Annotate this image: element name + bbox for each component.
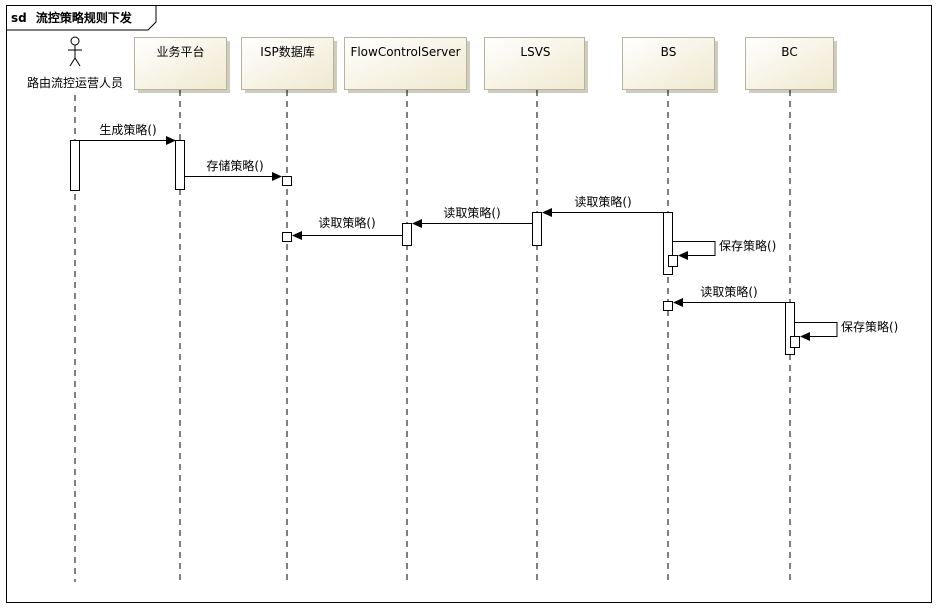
lifeline-box-bc	[745, 37, 834, 90]
message-read-policy-bc-bs: 读取策略()	[673, 284, 785, 307]
arrowhead-icon	[412, 219, 422, 228]
arrowhead-icon	[272, 172, 282, 181]
lifeline-bc: BC	[745, 37, 837, 582]
activation-bs-read	[663, 301, 673, 311]
message-generate-policy: 生成策略()	[80, 122, 176, 145]
message-read-policy-lsvs-fcs: 读取策略()	[412, 205, 532, 228]
activation-bs	[663, 212, 673, 275]
actor-activation	[70, 140, 80, 191]
lifeline-lsvs: LSVS	[484, 37, 588, 582]
actor: 路由流控运营人员	[27, 36, 123, 582]
message-label: 读取策略()	[574, 194, 631, 209]
arrowhead-icon	[678, 251, 688, 260]
arrowhead-icon	[673, 298, 683, 307]
frame-title: sd 流控策略规则下发	[11, 10, 133, 25]
lifeline-label-lsvs: LSVS	[520, 45, 550, 59]
lifeline-biz: 业务平台	[134, 37, 230, 582]
message-label: 保存策略()	[719, 238, 776, 253]
lifeline-label-fcs: FlowControlServer	[350, 45, 460, 59]
activation-biz	[175, 140, 185, 190]
frame-name: 流控策略规则下发	[36, 10, 133, 25]
message-read-policy-fcs-isp: 读取策略()	[292, 215, 402, 240]
activation-bs-nested	[668, 255, 678, 267]
message-read-policy-bs-lsvs: 读取策略()	[542, 194, 663, 217]
lifeline-box-biz	[134, 37, 227, 90]
frame-tab	[6, 5, 157, 31]
message-label: 生成策略()	[99, 122, 156, 137]
actor-stick-figure-icon	[68, 36, 82, 67]
message-label: 存储策略()	[206, 158, 263, 173]
arrowhead-icon	[166, 136, 176, 145]
lifeline-label-bs: BS	[661, 45, 677, 59]
activation-fcs	[402, 223, 412, 246]
lifeline-label-bc: BC	[781, 45, 797, 59]
lifeline-isp: ISP数据库	[241, 37, 337, 582]
message-save-policy-bs: 保存策略()	[673, 238, 776, 260]
arrowhead-icon	[292, 231, 302, 240]
arrowhead-icon	[800, 332, 810, 341]
activation-lsvs	[532, 212, 542, 246]
diagram-frame	[6, 5, 932, 603]
lifeline-box-bs	[622, 37, 715, 90]
frame-keyword: sd	[11, 11, 27, 25]
lifeline-bs: BS	[622, 37, 718, 582]
lifeline-fcs: FlowControlServer	[344, 37, 470, 582]
message-label: 读取策略()	[443, 205, 500, 220]
message-store-policy: 存储策略()	[185, 158, 282, 181]
lifeline-box-lsvs	[484, 37, 585, 90]
activation-bc	[785, 302, 795, 355]
lifeline-box-isp	[241, 37, 334, 90]
message-label: 读取策略()	[318, 215, 375, 230]
activation-isp-store	[282, 176, 292, 186]
activation-isp-read	[282, 232, 292, 242]
actor-label: 路由流控运营人员	[27, 75, 123, 90]
lifeline-label-isp: ISP数据库	[260, 44, 314, 59]
message-save-policy-bc: 保存策略()	[795, 319, 898, 341]
lifeline-box-fcs	[344, 37, 467, 90]
message-label: 保存策略()	[841, 319, 898, 334]
message-label: 读取策略()	[700, 284, 757, 299]
activation-bc-nested	[790, 336, 800, 348]
arrowhead-icon	[542, 208, 552, 217]
lifeline-label-biz: 业务平台	[156, 44, 204, 59]
